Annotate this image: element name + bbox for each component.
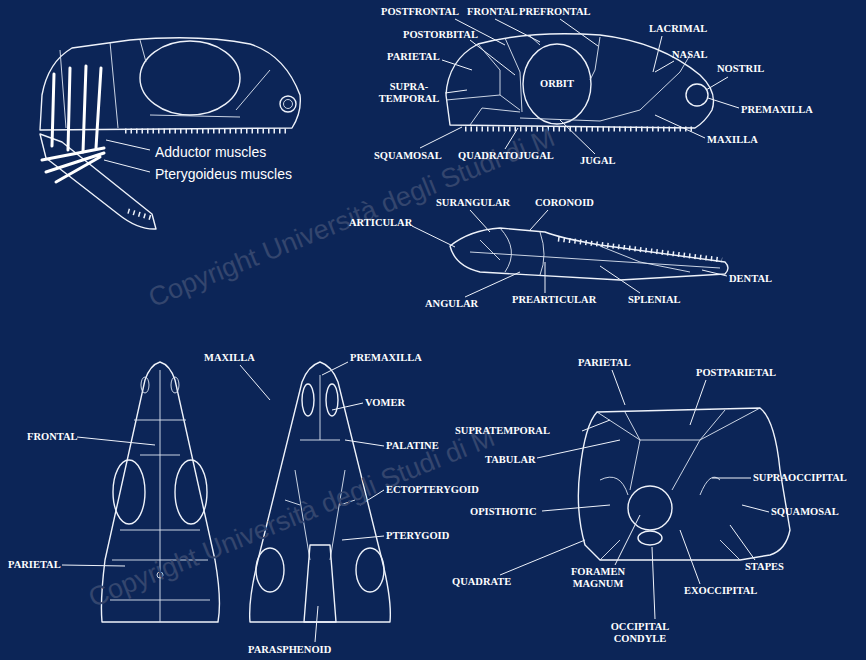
bone-label: OPISTHOTIC (470, 506, 537, 518)
bone-label: PARIETAL (8, 559, 61, 571)
bone-label: SUPRAOCCIPITAL (753, 472, 847, 484)
bone-label: POSTFRONTAL (381, 6, 459, 18)
bone-label: CORONOID (535, 197, 594, 209)
bone-label: POSTPARIETAL (696, 367, 776, 379)
bone-label: FORAMEN MAGNUM (566, 566, 630, 590)
bone-label: MAXILLA (204, 352, 255, 364)
bone-label: JUGAL (580, 155, 616, 167)
bone-label: PREFRONTAL (519, 6, 591, 18)
bone-label: SURANGULAR (436, 197, 510, 209)
bone-label: OCCIPITAL CONDYLE (603, 621, 677, 645)
bone-label: SPLENIAL (628, 294, 681, 306)
bone-label: QUADRATOJUGAL (458, 150, 554, 162)
muscle-label: Adductor muscles (155, 144, 266, 160)
bone-label: PTERYGOID (386, 530, 449, 542)
bone-label: SQUAMOSAL (374, 150, 442, 162)
bone-label: PALATINE (386, 440, 439, 452)
bone-label: PARASPHENOID (248, 644, 331, 656)
bone-label: QUADRATE (452, 576, 511, 588)
muscle-skull (40, 38, 300, 229)
bone-label: PREARTICULAR (512, 294, 596, 306)
bone-label: LACRIMAL (649, 23, 707, 35)
bone-label: ORBIT (540, 78, 574, 90)
bone-label: SQUAMOSAL (771, 506, 839, 518)
bone-label: ARTICULAR (349, 217, 412, 229)
bone-label: FRONTAL (467, 6, 518, 18)
bone-label: PREMAXILLA (741, 104, 813, 116)
lower-jaw (412, 210, 728, 297)
bone-label: NOSTRIL (717, 63, 764, 75)
bone-label: DENTAL (729, 273, 772, 285)
bone-label: PARIETAL (387, 51, 440, 63)
bone-label: PARIETAL (578, 357, 631, 369)
bone-label: POSTORBITAL (403, 29, 478, 41)
bone-label: MAXILLA (707, 134, 758, 146)
bone-label: NASAL (672, 49, 708, 61)
muscle-label: Pterygoideus muscles (155, 166, 292, 182)
bone-label: ECTOPTERYGOID (386, 484, 479, 496)
bone-label: SUPRA- TEMPORAL (377, 81, 441, 105)
bone-label: FRONTAL (27, 431, 78, 443)
bone-label: TABULAR (485, 454, 536, 466)
occipital-skull (500, 370, 790, 619)
bone-label: ANGULAR (425, 298, 478, 310)
bone-label: EXOCCIPITAL (684, 585, 757, 597)
bone-label: SUPRATEMPORAL (455, 425, 550, 437)
bone-label: VOMER (365, 397, 405, 409)
bone-label: PREMAXILLA (350, 352, 422, 364)
bone-label: STAPES (745, 561, 784, 573)
